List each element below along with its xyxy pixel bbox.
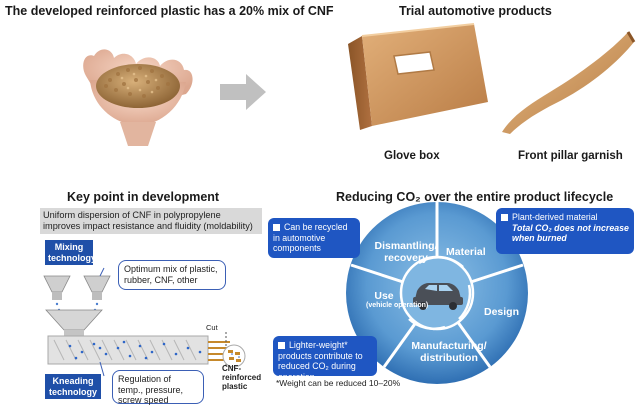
dispersion-summary: Uniform dispersion of CNF in polypropyle… xyxy=(40,208,262,234)
kneading-technology-label: Kneading technology xyxy=(45,374,101,399)
mixing-technology-label: Mixing technology xyxy=(45,240,96,265)
lifecycle-title: Reducing CO₂ over the entire product lif… xyxy=(336,190,614,204)
lighter-weight-box: Lighter-weight* products contribute to r… xyxy=(273,336,377,382)
key-point-title: Key point in development xyxy=(67,190,220,204)
material-box-note: Total CO₂ does not increase when burned xyxy=(512,222,629,244)
car-icon xyxy=(413,283,463,310)
glove-box-image xyxy=(348,23,488,130)
checkbox-icon xyxy=(278,342,285,350)
cut-label: Cut xyxy=(206,323,218,332)
lifecycle-ring-chart xyxy=(346,202,528,384)
trial-products-title: Trial automotive products xyxy=(399,4,552,18)
segment-design: Design xyxy=(484,306,520,318)
weight-footnote: *Weight can be reduced 10–20% xyxy=(276,378,401,388)
glove-box-label: Glove box xyxy=(384,150,440,162)
pillar-garnish-image xyxy=(502,31,636,134)
kneading-callout: Regulation of temp., pressure, screw spe… xyxy=(112,370,204,405)
checkbox-icon xyxy=(501,214,508,222)
segment-manufacturing: Manufacturing/ distribution xyxy=(411,340,487,364)
segment-dismantling: Dismantling/ recovery xyxy=(374,240,438,264)
segment-use-sub: (vehicle operation) xyxy=(366,302,429,309)
material-box-title: Plant-derived material xyxy=(512,212,598,222)
hands-holding-pellets-image xyxy=(83,49,193,146)
segment-use-label: Use xyxy=(374,290,394,302)
front-pillar-label: Front pillar garnish xyxy=(518,150,623,162)
segment-use: Use (vehicle operation) xyxy=(366,290,429,310)
right-arrow-icon xyxy=(220,74,266,110)
recycle-box: Can be recycled in automotive components xyxy=(268,218,360,258)
extruder-diagram xyxy=(43,267,246,377)
cnf-plastic-label: CNF-reinforced plastic xyxy=(222,364,262,391)
cnf-mix-title: The developed reinforced plastic has a 2… xyxy=(5,4,334,18)
mixing-callout: Optimum mix of plastic, rubber, CNF, oth… xyxy=(118,260,226,290)
checkbox-icon xyxy=(273,224,280,232)
recycle-text: Can be recycled in automotive components xyxy=(273,222,348,253)
material-box: Plant-derived material Total CO₂ does no… xyxy=(496,208,634,254)
segment-material: Material xyxy=(446,246,486,258)
lighter-weight-text: Lighter-weight* products contribute to r… xyxy=(278,340,363,382)
